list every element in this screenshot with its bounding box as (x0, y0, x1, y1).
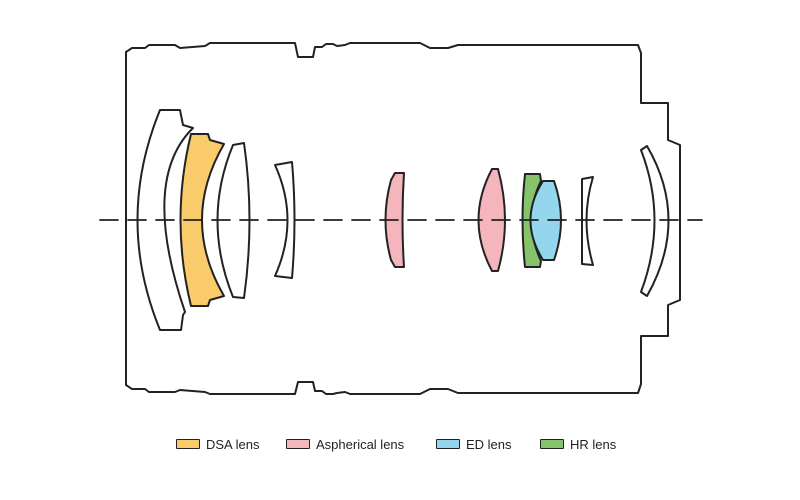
lens-element-9 (581, 176, 594, 266)
legend-item-dsa: DSA lens (176, 434, 259, 454)
lens-element-4 (274, 161, 296, 279)
legend-label-dsa: DSA lens (206, 436, 260, 452)
lens-element-10 (640, 145, 670, 297)
lens-element-2-dsa (179, 133, 225, 307)
legend-item-hr: HR lens (540, 434, 616, 454)
dsa-swatch (176, 439, 200, 449)
legend-label-ed: ED lens (466, 436, 512, 452)
legend-item-aspherical: Aspherical lens (286, 434, 404, 454)
lens-element-8-ed (529, 180, 562, 261)
legend-item-ed: ED lens (436, 434, 512, 454)
lens-element-3 (216, 142, 251, 299)
legend: DSA lens Aspherical lens ED lens HR lens (0, 434, 800, 454)
lens-barrel-outline (125, 42, 681, 395)
legend-label-aspherical: Aspherical lens (316, 436, 405, 452)
legend-label-hr: HR lens (570, 436, 617, 452)
ed-swatch (436, 439, 460, 449)
aspherical-swatch (286, 439, 310, 449)
hr-swatch (540, 439, 564, 449)
lens-element-1 (136, 109, 194, 331)
